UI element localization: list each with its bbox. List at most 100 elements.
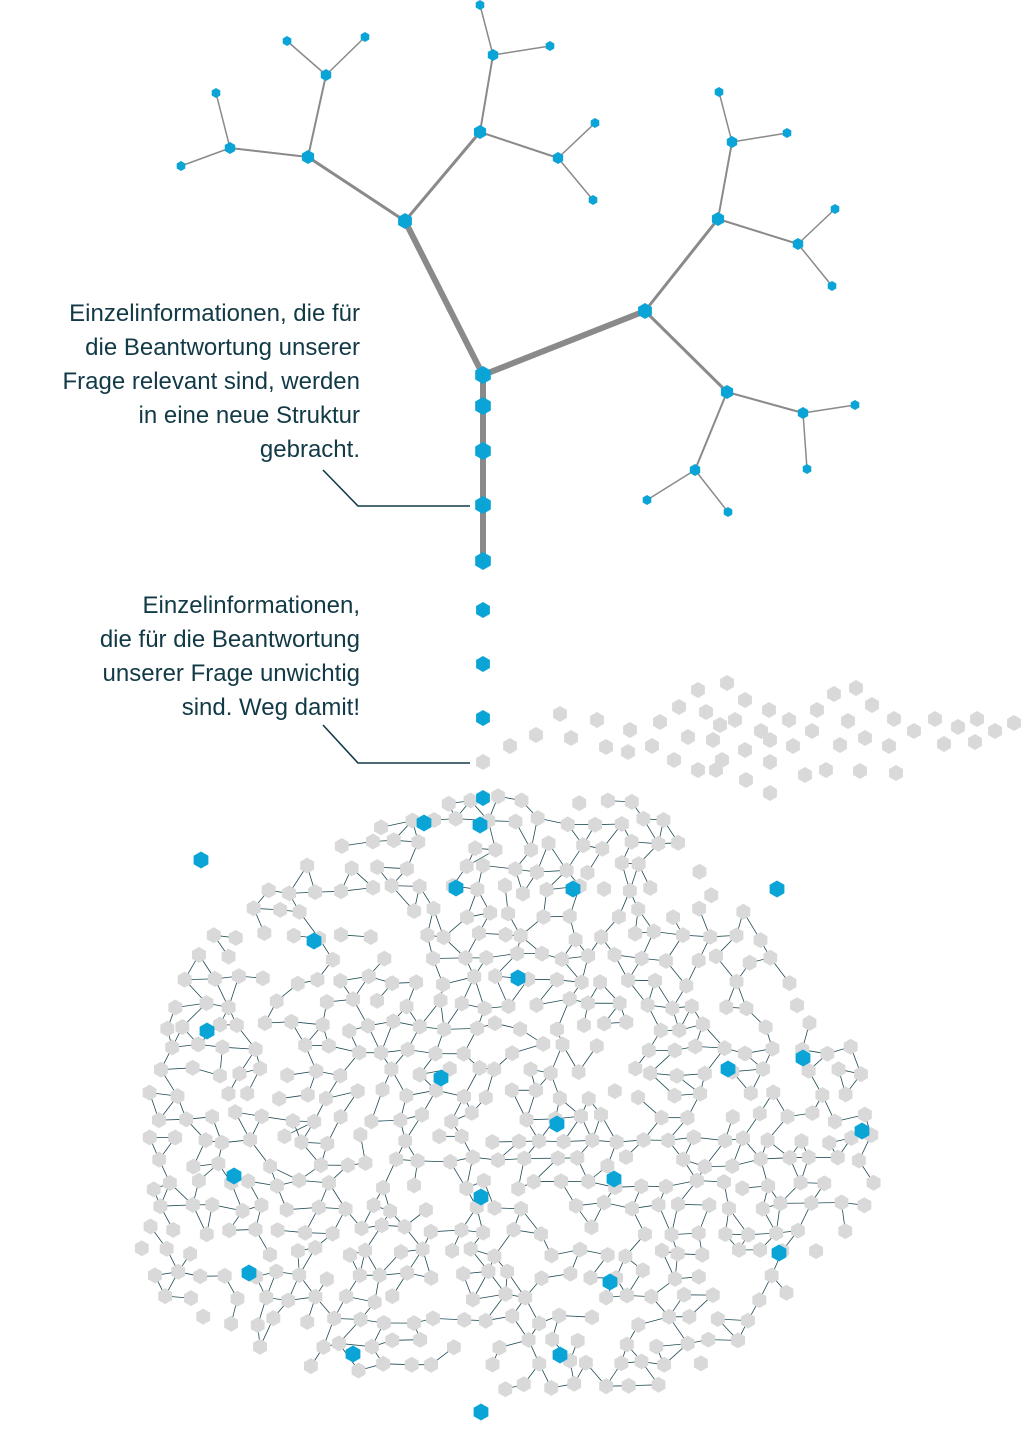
network-node: [550, 1150, 565, 1167]
network-node: [366, 879, 380, 896]
network-node: [761, 1177, 776, 1194]
network-node: [350, 1083, 365, 1100]
network-node: [476, 1172, 491, 1189]
network-node: [263, 1246, 277, 1263]
network-node: [607, 946, 622, 963]
network-node: [752, 1292, 767, 1309]
tree-node: [720, 385, 734, 399]
network-node: [444, 1113, 459, 1130]
network-node: [423, 1223, 438, 1240]
discarded-node: [865, 697, 879, 713]
network-node: [254, 1108, 269, 1125]
network-node: [152, 1151, 167, 1168]
network-node: [530, 810, 545, 827]
tree-leaf-node: [802, 464, 812, 474]
tree-branch: [797, 243, 833, 287]
network-node: [684, 998, 699, 1015]
tree-branch: [307, 74, 327, 158]
network-node: [560, 816, 575, 833]
network-node: [424, 1269, 439, 1286]
network-node: [536, 908, 551, 925]
tree-node: [797, 407, 809, 419]
network-node: [483, 904, 498, 921]
network-node: [386, 832, 401, 849]
network-node: [539, 881, 554, 898]
network-node: [828, 1113, 842, 1130]
network-node: [817, 1175, 832, 1192]
tree-leaf-node: [475, 0, 485, 10]
discarded-node: [691, 682, 705, 698]
discarded-node: [782, 712, 796, 728]
network-node: [697, 1158, 712, 1175]
network-node: [719, 999, 734, 1016]
network-node: [534, 1226, 548, 1243]
network-node: [554, 1173, 568, 1190]
tree-branch: [286, 40, 327, 76]
discarded-node: [590, 712, 604, 728]
network-node: [191, 1036, 206, 1053]
network-node: [309, 1063, 324, 1079]
network-node: [543, 1065, 558, 1082]
tree-node: [689, 464, 701, 476]
network-node: [353, 1126, 368, 1143]
network-node: [405, 812, 420, 829]
tree-leaf-node: [850, 400, 860, 410]
stem-node: [475, 496, 491, 514]
tree-leaf-node: [545, 41, 555, 51]
network-node: [544, 1247, 559, 1264]
discarded-node: [699, 704, 713, 720]
tree-branch: [718, 91, 733, 143]
network-node: [709, 948, 723, 965]
tree-leaf-node: [211, 88, 221, 98]
discarded-node: [739, 772, 753, 788]
rising-node: [476, 656, 490, 672]
network-node: [571, 1064, 586, 1080]
network-node: [325, 1225, 340, 1242]
network-node: [665, 1000, 680, 1017]
network-node: [304, 1358, 318, 1375]
network-node: [593, 974, 607, 991]
network-node: [600, 1247, 615, 1263]
network-node: [246, 900, 261, 917]
network-node: [595, 840, 610, 857]
network-node: [705, 1287, 720, 1304]
network-node: [545, 1331, 560, 1348]
network-node: [695, 1246, 710, 1263]
network-node: [532, 1315, 546, 1332]
discarded-node: [706, 732, 720, 748]
network-node: [168, 999, 183, 1016]
network-node: [831, 1061, 846, 1078]
network-node: [228, 929, 243, 946]
network-node: [780, 1108, 795, 1125]
network-node: [229, 1017, 244, 1034]
network-node: [651, 1196, 666, 1213]
discarded-node: [951, 719, 965, 735]
network-node: [562, 908, 577, 925]
network-node: [514, 792, 529, 809]
network-node: [432, 1128, 447, 1145]
network-node: [805, 1105, 820, 1121]
network-relevant-node: [345, 1345, 361, 1363]
network-node: [656, 812, 671, 828]
network-node: [512, 1133, 526, 1150]
network-node: [524, 841, 538, 858]
network-node: [492, 1339, 507, 1356]
discarded-node: [988, 723, 1002, 739]
tree-branch: [646, 469, 696, 501]
network-node: [467, 968, 482, 985]
network-node: [702, 1197, 717, 1214]
network-relevant-node: [193, 851, 209, 869]
network-node: [779, 1284, 794, 1301]
network-node: [415, 1241, 430, 1258]
network-node: [411, 834, 426, 850]
discarded-node: [970, 711, 984, 727]
network-node: [374, 819, 388, 836]
network-nodes: [134, 788, 881, 1421]
network-node: [437, 1021, 452, 1038]
network-node: [600, 1157, 615, 1174]
network-node: [643, 1065, 658, 1082]
tree-leaf-node: [642, 495, 652, 505]
network-node: [230, 1290, 245, 1307]
network-node: [646, 923, 661, 940]
tree-branch: [717, 218, 799, 245]
